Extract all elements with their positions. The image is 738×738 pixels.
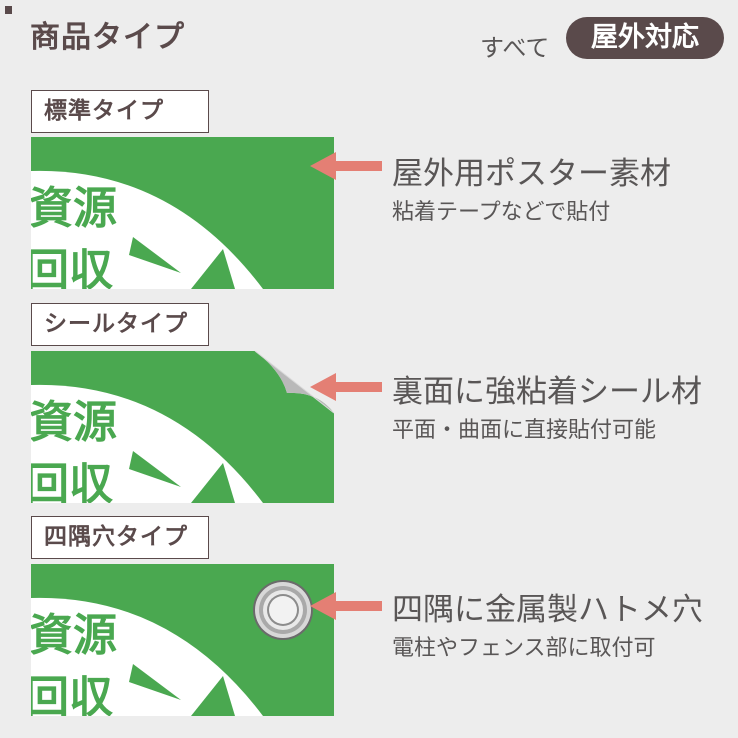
- panel-arc: [31, 597, 263, 716]
- panel-text-line2: 回収: [31, 672, 113, 716]
- panel-text-line1: 資源: [31, 610, 117, 661]
- detail-sticker: 平面・曲面に直接貼付可能: [392, 418, 657, 443]
- corner-marker: [5, 6, 12, 14]
- type-label-sticker: シールタイプ: [31, 303, 209, 346]
- product-panel-sticker: 資源 回収: [31, 351, 334, 503]
- feature-standard: 屋外用ポスター素材: [392, 156, 671, 192]
- all-label: すべて: [480, 34, 550, 62]
- detail-grommet: 電柱やフェンス部に取付可: [392, 636, 656, 661]
- type-label-standard: 標準タイプ: [31, 90, 209, 133]
- panel-arc: [31, 384, 263, 503]
- detail-standard: 粘着テープなどで貼付: [392, 200, 611, 225]
- panel-text-line2: 回収: [31, 459, 113, 503]
- feature-sticker: 裏面に強粘着シール材: [392, 374, 702, 410]
- outdoor-badge: 屋外対応: [566, 17, 724, 59]
- arrow-left-icon: [310, 152, 382, 180]
- grommet-icon: [253, 580, 313, 640]
- arrow-left-icon: [310, 592, 382, 620]
- panel-text-line2: 回収: [31, 245, 113, 289]
- panel-text-line1: 資源: [31, 183, 117, 234]
- product-panel-grommet: 資源 回収: [31, 564, 334, 716]
- page-title: 商品タイプ: [30, 20, 185, 55]
- feature-grommet: 四隅に金属製ハトメ穴: [392, 592, 703, 628]
- product-panel-standard: 資源 回収: [31, 137, 334, 289]
- type-label-grommet: 四隅穴タイプ: [31, 516, 209, 559]
- panel-text-line1: 資源: [31, 397, 117, 448]
- arrow-left-icon: [310, 373, 382, 401]
